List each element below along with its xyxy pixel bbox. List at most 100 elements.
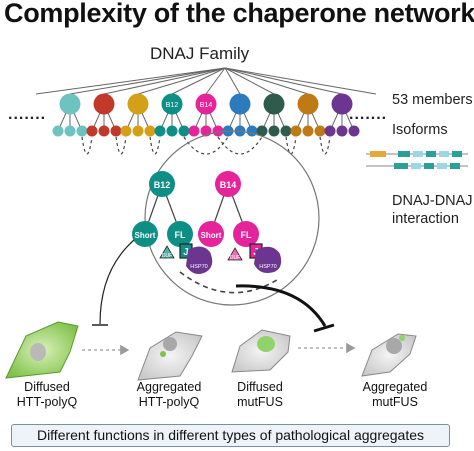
- isoform-node: [166, 125, 178, 137]
- interaction-label-line2: interaction: [392, 211, 459, 227]
- members-label: 53 members: [392, 92, 473, 108]
- isoform-gene-structure-icon: [366, 151, 468, 169]
- b12-duf-label: DUF: [162, 253, 172, 259]
- interaction-arc: [319, 136, 331, 155]
- family-label: DNAJ Family: [150, 44, 250, 63]
- family-node: [331, 93, 353, 115]
- family-node: [263, 93, 285, 115]
- caption-aggregated-fus-line1: Aggregated: [362, 380, 428, 394]
- cell-aggregated-fus: [361, 333, 417, 377]
- fan-line: [171, 67, 226, 95]
- isoform-node: [188, 125, 200, 137]
- b14-node-label: B14: [220, 180, 237, 190]
- figure-title: Complexity of the chaperone network: [4, 0, 474, 28]
- caption-diffused-htt-line2: HTT-polyQ: [16, 395, 78, 409]
- b12-short-label: Short: [135, 231, 156, 240]
- node-label-b14: B14: [200, 102, 213, 109]
- family-node: [161, 93, 183, 115]
- b12-node-label: B12: [154, 180, 171, 190]
- isoform-node: [336, 125, 348, 137]
- isoform-node: [144, 125, 156, 137]
- b12-j-label: J: [183, 247, 189, 258]
- family-node: [93, 93, 115, 115]
- fan-line: [35, 67, 226, 95]
- b14-short-label: Short: [201, 231, 222, 240]
- isoform-node: [120, 125, 132, 137]
- hsp70-interaction-arc: [179, 271, 281, 294]
- caption-aggregated-htt: Aggregated HTT-polyQ: [124, 380, 214, 410]
- isoform-node: [268, 125, 280, 137]
- interaction-label-line1: DNAJ-DNAJ: [392, 193, 473, 209]
- b14-fl-label: FL: [241, 230, 252, 240]
- caption-diffused-htt: Diffused HTT-polyQ: [2, 380, 92, 410]
- caption-diffused-htt-line1: Diffused: [24, 380, 70, 394]
- inhibition-arrow-fus: [235, 284, 327, 327]
- isoform-node: [52, 125, 64, 137]
- caption-aggregated-htt-line1: Aggregated: [136, 380, 202, 394]
- inhibition-bar-fus: [313, 323, 335, 333]
- b12-fl-label: FL: [175, 230, 186, 240]
- cell-diffused-htt: [5, 321, 79, 379]
- isoform-node: [324, 125, 336, 137]
- caption-diffused-fus-line1: Diffused: [237, 380, 283, 394]
- fan-line: [224, 67, 241, 95]
- isoform-node: [178, 125, 190, 137]
- caption-diffused-fus: Diffused mutFUS: [220, 380, 300, 410]
- family-node: [195, 93, 217, 115]
- b14-hsp70-label: HSP70: [259, 264, 276, 270]
- footer-banner: Different functions in different types o…: [11, 424, 450, 447]
- isoform-node: [98, 125, 110, 137]
- isoform-node: [302, 125, 314, 137]
- family-nodes: [59, 93, 353, 115]
- dnaj-interaction-arcs: [81, 136, 331, 155]
- family-node: [59, 93, 81, 115]
- interaction-arc: [217, 136, 263, 155]
- caption-aggregated-fus-line2: mutFUS: [372, 395, 418, 409]
- fan-line: [224, 67, 343, 95]
- fan-line: [224, 67, 309, 95]
- node-label-b12: B12: [166, 102, 179, 109]
- isoform-node: [280, 125, 292, 137]
- inhibition-arrow-htt: [99, 239, 135, 325]
- ellipsis-right: .......: [349, 106, 388, 123]
- interaction-arc: [115, 136, 127, 155]
- fan-line: [224, 67, 275, 95]
- isoform-node: [212, 125, 224, 137]
- caption-diffused-fus-line2: mutFUS: [237, 395, 283, 409]
- caption-aggregated-fus: Aggregated mutFUS: [350, 380, 440, 410]
- isoform-node: [290, 125, 302, 137]
- b12-hsp70-label: HSP70: [190, 264, 207, 270]
- cell-diffused-fus: [231, 329, 291, 373]
- isoform-node: [132, 125, 144, 137]
- interaction-circle: [144, 130, 320, 306]
- b14-duf-label: DUF: [230, 255, 240, 261]
- fan-line: [103, 67, 226, 95]
- isoforms-label: Isoforms: [392, 122, 448, 138]
- isoform-node: [64, 125, 76, 137]
- fan-line: [205, 67, 226, 95]
- ellipsis-left: .......: [8, 106, 47, 123]
- isoform-node: [86, 125, 98, 137]
- b14-tree: B14 Short FL DUF J HSP70: [198, 171, 282, 273]
- interaction-arc: [183, 136, 229, 155]
- isoform-node: [314, 125, 326, 137]
- interaction-label: DNAJ-DNAJ interaction: [392, 192, 473, 228]
- isoform-node: [348, 125, 360, 137]
- interaction-arc: [149, 136, 161, 155]
- family-fan-lines: [35, 67, 377, 95]
- family-node: [297, 93, 319, 115]
- fan-line: [137, 67, 226, 95]
- b12-tree: B12 Short FL DUF J HSP70: [132, 171, 213, 274]
- cell-aggregated-htt: [137, 331, 203, 381]
- fan-line: [69, 67, 226, 95]
- interaction-arc: [81, 136, 93, 155]
- isoform-node: [154, 125, 166, 137]
- caption-aggregated-htt-line2: HTT-polyQ: [138, 395, 200, 409]
- isoform-node: [110, 125, 122, 137]
- fan-line: [224, 67, 377, 95]
- isoform-node: [256, 125, 268, 137]
- family-node: [127, 93, 149, 115]
- isoform-node: [76, 125, 88, 137]
- family-node: [229, 93, 251, 115]
